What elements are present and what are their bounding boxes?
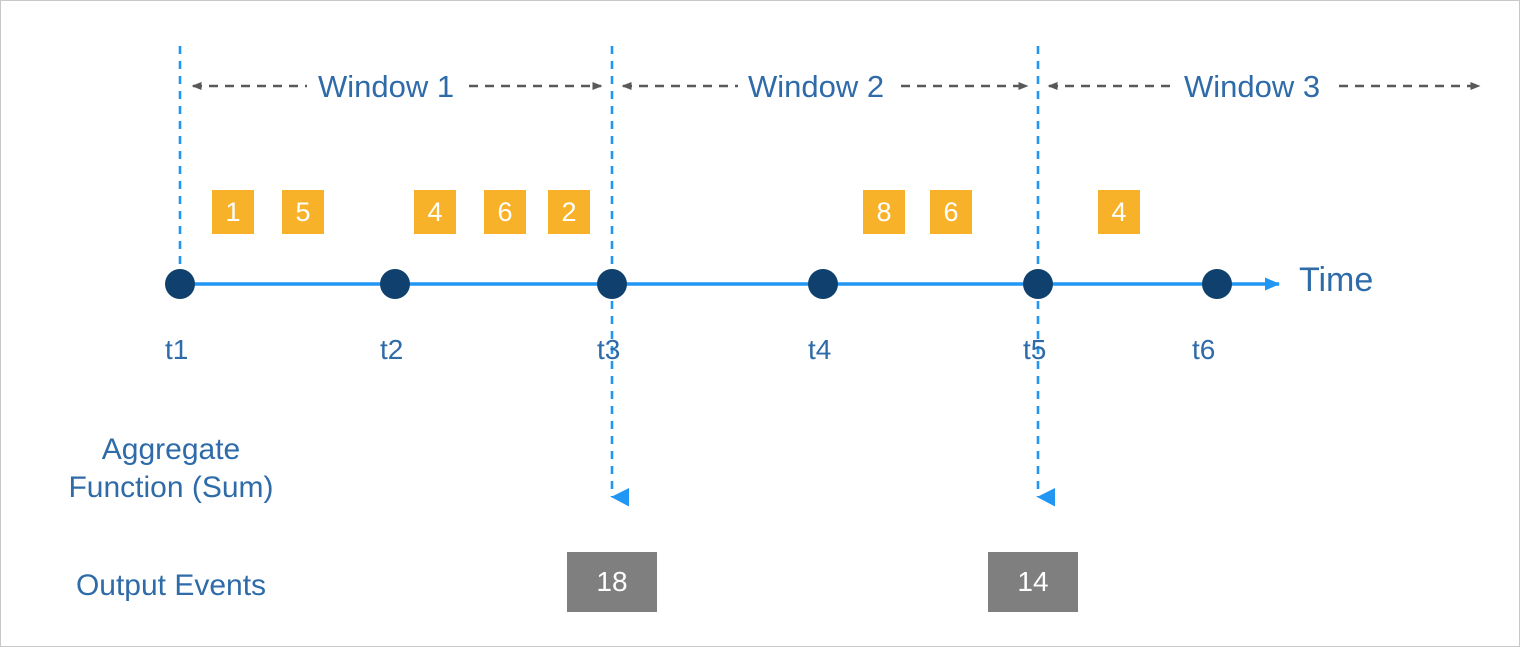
timeline-dot-t2[interactable] xyxy=(380,269,410,299)
tick-label-t3: t3 xyxy=(597,334,621,365)
output-event-box[interactable]: 18 xyxy=(567,552,657,612)
input-event-box[interactable]: 5 xyxy=(282,190,324,234)
output-events-label: Output Events xyxy=(75,569,267,602)
timeline-dot-t6[interactable] xyxy=(1202,269,1232,299)
tick-label-t1: t1 xyxy=(165,334,189,365)
timeline-dot-t5[interactable] xyxy=(1023,269,1053,299)
tick-label-t2: t2 xyxy=(380,334,404,365)
input-event-box[interactable]: 8 xyxy=(863,190,905,234)
window-3-label: Window 3 xyxy=(1184,69,1321,104)
tick-label-t5: t5 xyxy=(1023,334,1047,365)
timeline-dot-t3[interactable] xyxy=(597,269,627,299)
tick-label-t4: t4 xyxy=(808,334,832,365)
input-event-box[interactable]: 6 xyxy=(930,190,972,234)
timeline-dot-t4[interactable] xyxy=(808,269,838,299)
timeline-dot-t1[interactable] xyxy=(165,269,195,299)
tick-label-t6: t6 xyxy=(1192,334,1216,365)
input-event-box[interactable]: 2 xyxy=(548,190,590,234)
window-2-label: Window 2 xyxy=(748,69,885,104)
aggregate-function-label-line2: Function (Sum) xyxy=(68,471,274,504)
window-1-label: Window 1 xyxy=(318,69,455,104)
time-axis-label: Time xyxy=(1299,261,1374,299)
input-event-box[interactable]: 4 xyxy=(414,190,456,234)
input-event-box[interactable]: 4 xyxy=(1098,190,1140,234)
input-event-box[interactable]: 6 xyxy=(484,190,526,234)
input-event-box[interactable]: 1 xyxy=(212,190,254,234)
aggregate-function-label: Aggregate Function (Sum) xyxy=(41,431,301,507)
aggregate-function-label-line1: Aggregate xyxy=(101,433,241,466)
output-event-box[interactable]: 14 xyxy=(988,552,1078,612)
